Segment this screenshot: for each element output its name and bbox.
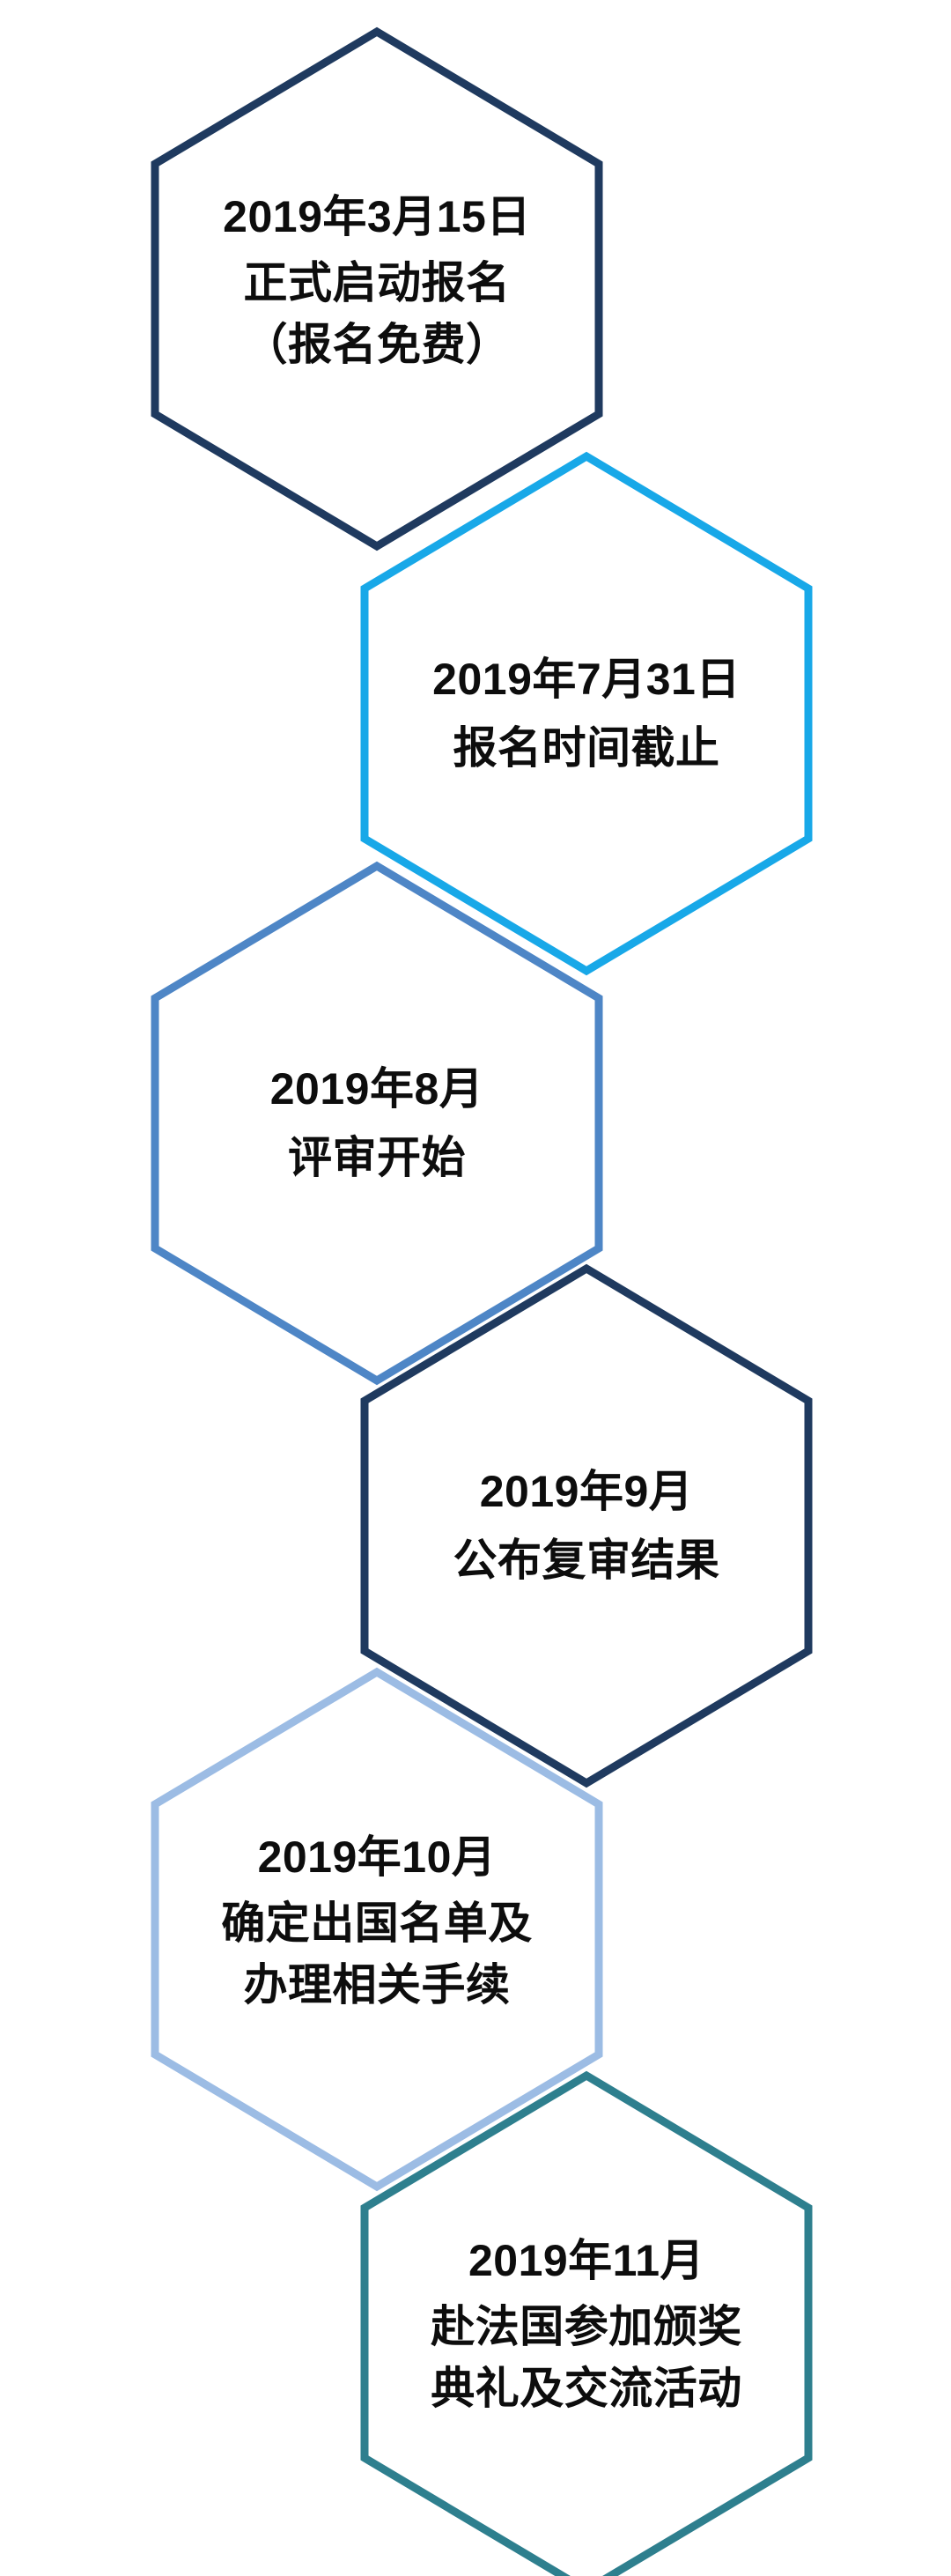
timeline-step-3-label: 2019年8月 评审开始 xyxy=(148,859,606,1388)
hexagon-shape-2 xyxy=(360,451,813,976)
timeline-step-3: 2019年8月 评审开始 xyxy=(148,859,606,1388)
hexagon-shape-3 xyxy=(151,861,603,1386)
timeline-step-6: 2019年11月 赴法国参加颁奖 典礼及交流活动 xyxy=(358,2069,815,2576)
hexagon-outline-1 xyxy=(151,26,603,551)
timeline-step-5-label: 2019年10月 确定出国名单及 办理相关手续 xyxy=(148,1665,606,2194)
timeline-step-3-date: 2019年8月 xyxy=(269,1063,484,1114)
hexagon-shape-1 xyxy=(151,26,603,551)
hexagon-shape-6 xyxy=(360,2070,813,2576)
timeline-step-2-date: 2019年7月31日 xyxy=(432,654,741,704)
timeline-step-6-label: 2019年11月 赴法国参加颁奖 典礼及交流活动 xyxy=(358,2069,815,2576)
timeline-step-4-date: 2019年9月 xyxy=(479,1466,694,1516)
hexagon-shape-5 xyxy=(151,1667,603,2192)
hexagon-shape-4 xyxy=(360,1263,813,1788)
timeline-step-2-label: 2019年7月31日 报名时间截止 xyxy=(358,449,815,978)
timeline-step-6-date: 2019年11月 xyxy=(468,2236,705,2286)
timeline-step-2: 2019年7月31日 报名时间截止 xyxy=(358,449,815,978)
hexagon-outline-4 xyxy=(360,1263,813,1788)
timeline-step-1-label: 2019年3月15日 正式启动报名 （报名免费） xyxy=(148,25,606,553)
timeline-step-1: 2019年3月15日 正式启动报名 （报名免费） xyxy=(148,25,606,553)
hexagon-outline-5 xyxy=(151,1667,603,2192)
timeline-step-5: 2019年10月 确定出国名单及 办理相关手续 xyxy=(148,1665,606,2194)
timeline-step-5-line-2: 办理相关手续 xyxy=(243,1960,511,2010)
hexagon-outline-3 xyxy=(151,861,603,1386)
timeline-step-4-label: 2019年9月 公布复审结果 xyxy=(358,1262,815,1790)
timeline-step-3-line-1: 评审开始 xyxy=(288,1133,466,1182)
timeline-step-1-line-2: （报名免费） xyxy=(243,320,511,370)
timeline-step-1-line-1: 正式启动报名 xyxy=(243,257,511,307)
timeline-step-5-line-1: 确定出国名单及 xyxy=(221,1898,533,1948)
hexagon-outline-6 xyxy=(360,2070,813,2576)
timeline-step-6-line-1: 赴法国参加颁奖 xyxy=(431,2301,742,2351)
timeline-step-4: 2019年9月 公布复审结果 xyxy=(358,1262,815,1790)
hexagon-outline-2 xyxy=(360,451,813,976)
timeline-step-4-line-1: 公布复审结果 xyxy=(453,1536,720,1585)
timeline-step-6-line-2: 典礼及交流活动 xyxy=(431,2364,742,2414)
timeline-step-2-line-1: 报名时间截止 xyxy=(453,723,720,773)
timeline-step-5-date: 2019年10月 xyxy=(257,1832,497,1883)
timeline-step-1-date: 2019年3月15日 xyxy=(223,192,531,242)
